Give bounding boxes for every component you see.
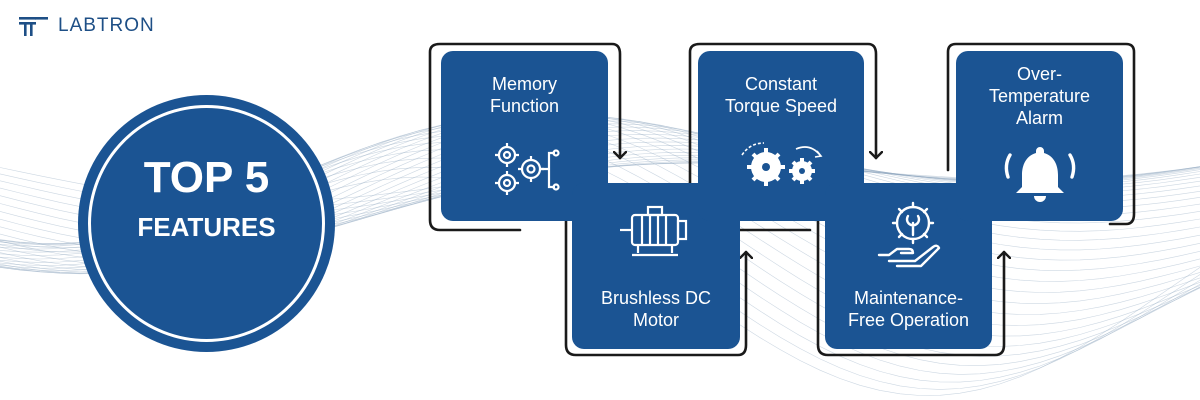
labtron-logo-icon — [19, 17, 48, 36]
badge-title: TOP 5 — [143, 153, 270, 202]
connector-2 — [564, 178, 746, 357]
badge-subtitle: FEATURES — [137, 212, 276, 242]
motor-icon — [620, 205, 688, 257]
feature-label: Maintenance-Free Operation — [847, 288, 970, 330]
brand-logo: LABTRON — [18, 15, 155, 37]
connector-4 — [816, 178, 1004, 357]
gears-icon — [495, 143, 560, 195]
connector-5 — [946, 42, 1136, 226]
alarm-bell-icon — [1004, 147, 1076, 202]
rotating-gears-icon — [741, 142, 823, 186]
badge-inner-ring — [88, 105, 325, 342]
wrench-gear-hand-icon — [877, 201, 941, 268]
connector-1 — [428, 42, 620, 232]
connector-3 — [688, 42, 876, 232]
feature-card-maintenance: Maintenance-Free Operation — [825, 183, 992, 349]
brand-name: LABTRON — [58, 15, 155, 36]
